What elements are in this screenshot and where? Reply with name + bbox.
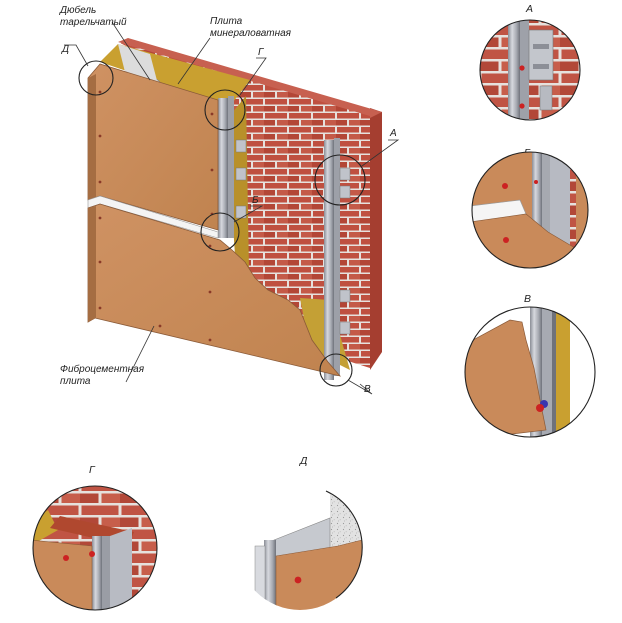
detail-d-frame [325, 490, 363, 599]
detail-g-title: Г [89, 464, 96, 476]
callout-label-v: В [364, 384, 371, 395]
rail-left [218, 98, 228, 238]
bracket [235, 139, 247, 153]
callout-circle-g [204, 89, 246, 131]
detail-b: Б [471, 147, 589, 269]
callout-label-d: Д [61, 44, 69, 55]
detail-v-frame [464, 306, 596, 438]
label-dowel-line2: тарельчатый [60, 17, 127, 28]
label-dowel-line1: Дюбель [59, 4, 96, 16]
label-wool-line2: минераловатная [210, 28, 292, 39]
label-fibercement-line1: Фиброцементная [60, 363, 145, 375]
callout-label-g: Г [258, 47, 265, 58]
callout-circle-v [319, 353, 353, 387]
detail-g: Г [32, 464, 158, 611]
rail-right [324, 140, 334, 380]
detail-b-frame [471, 151, 589, 269]
detail-d-title: Д [299, 455, 308, 467]
detail-a-title: А [525, 3, 533, 15]
callout-circle-a [314, 154, 366, 206]
detail-a: А [479, 3, 581, 121]
vertical-rails [218, 96, 351, 380]
detail-d: Д [238, 455, 363, 610]
detail-v: В [464, 293, 596, 438]
label-fibercement-line2: плита [60, 376, 91, 387]
panel-lower [87, 203, 342, 377]
detail-v-title: В [524, 293, 531, 305]
main-wall-view: Дюбель тарельчатый Плита минераловатная … [59, 4, 400, 395]
wall-top-face [118, 38, 382, 118]
detail-a-frame [479, 19, 581, 121]
detail-g-frame [32, 485, 158, 611]
callout-circle-b [200, 212, 240, 252]
callout-label-b: Б [252, 195, 259, 206]
fiber-cement-panels [87, 63, 342, 377]
callout-label-a: А [389, 128, 397, 139]
wall-side-face [370, 108, 382, 370]
label-wool-line1: Плита [210, 16, 243, 27]
callout-circle-d [78, 60, 114, 96]
panel-screws [98, 90, 214, 342]
